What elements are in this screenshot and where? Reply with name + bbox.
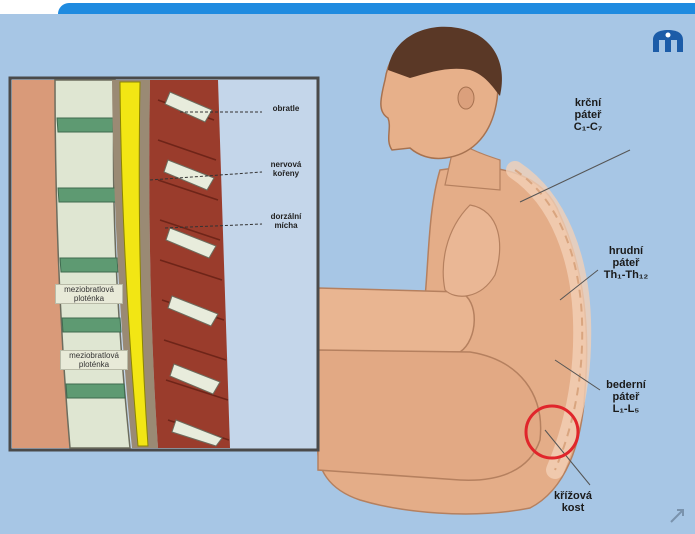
label-lumbar-spine: bederní páteř L₁-L₅ xyxy=(596,379,656,415)
inset-label-disc-1: meziobratlová ploténka xyxy=(55,284,123,304)
label-sacrum: křížová kost xyxy=(548,490,598,514)
inset-label-vertebrae: obratle xyxy=(262,104,310,113)
inset-label-spinal-cord: dorzální mícha xyxy=(262,212,310,230)
label-thoracic-spine: hrudní páteř Th₁-Th₁₂ xyxy=(596,245,656,281)
label-cervical-spine: krční páteř C₁-C₇ xyxy=(566,97,610,133)
seated-figure xyxy=(318,27,587,514)
inset-label-nerve-roots: nervová kořeny xyxy=(262,160,310,178)
inset-label-disc-2: meziobratlová ploténka xyxy=(60,350,128,370)
inset-spine-panel xyxy=(10,78,318,450)
brand-logo-icon xyxy=(651,28,685,54)
corner-arrow-icon xyxy=(668,507,686,525)
